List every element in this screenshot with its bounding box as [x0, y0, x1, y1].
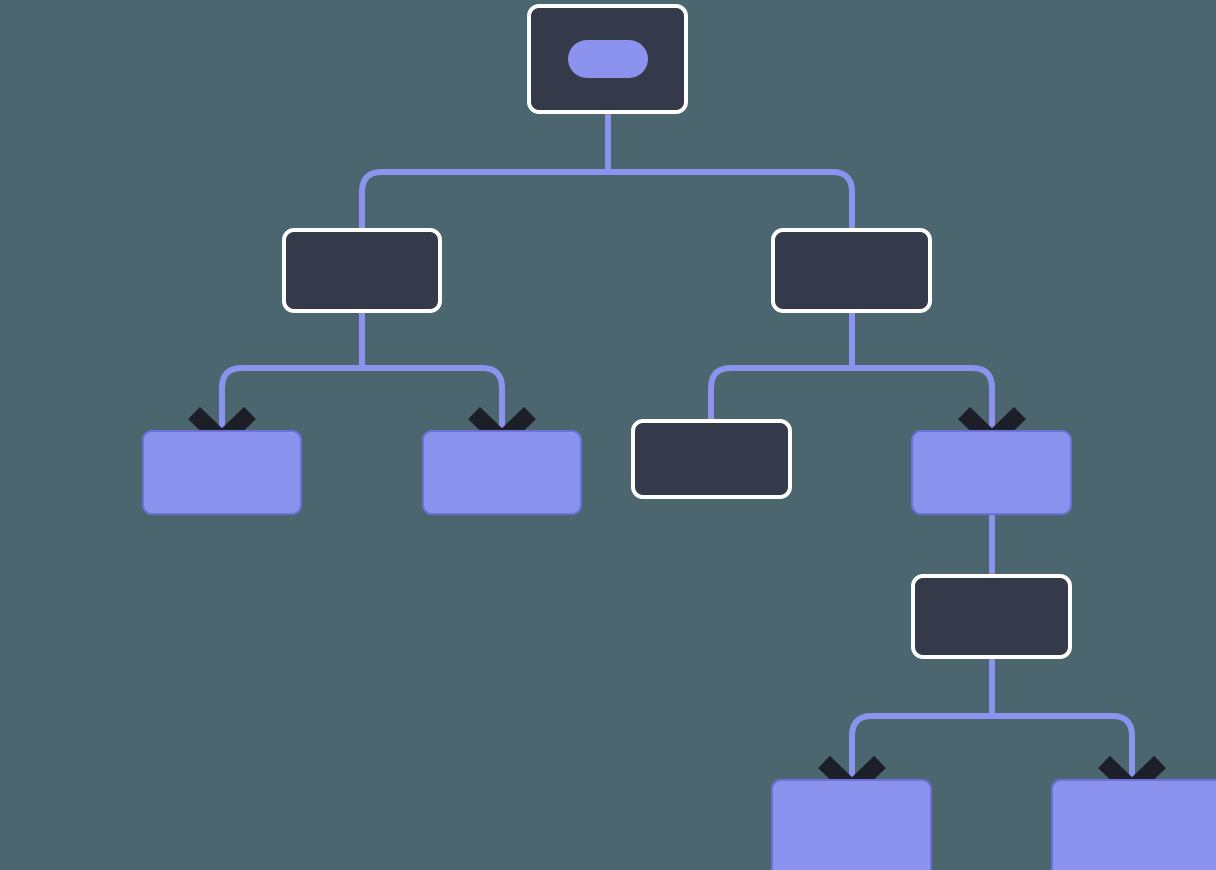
node-dark-middle[interactable]: [631, 419, 792, 499]
node-leaf-5[interactable]: [1051, 779, 1216, 870]
edge-n7-to-n8: [849, 659, 995, 779]
node-branch-right[interactable]: [771, 228, 932, 313]
edge-n1-to-n3: [219, 313, 365, 430]
node-branch-left[interactable]: [282, 228, 442, 313]
node-leaf-3[interactable]: [911, 430, 1072, 515]
edge-n2-to-n6: [852, 365, 995, 430]
root-pill-marker: [568, 40, 648, 78]
edge-n1-to-n4: [362, 365, 505, 430]
edge-root-to-right: [608, 169, 855, 228]
node-leaf-1[interactable]: [142, 430, 302, 515]
node-leaf-2[interactable]: [422, 430, 582, 515]
edge-root-to-left: [359, 114, 611, 228]
edge-n7-to-n9: [992, 713, 1135, 779]
edge-n2-to-n5: [708, 313, 855, 419]
node-branch-lower[interactable]: [911, 574, 1072, 659]
node-leaf-4[interactable]: [771, 779, 932, 870]
